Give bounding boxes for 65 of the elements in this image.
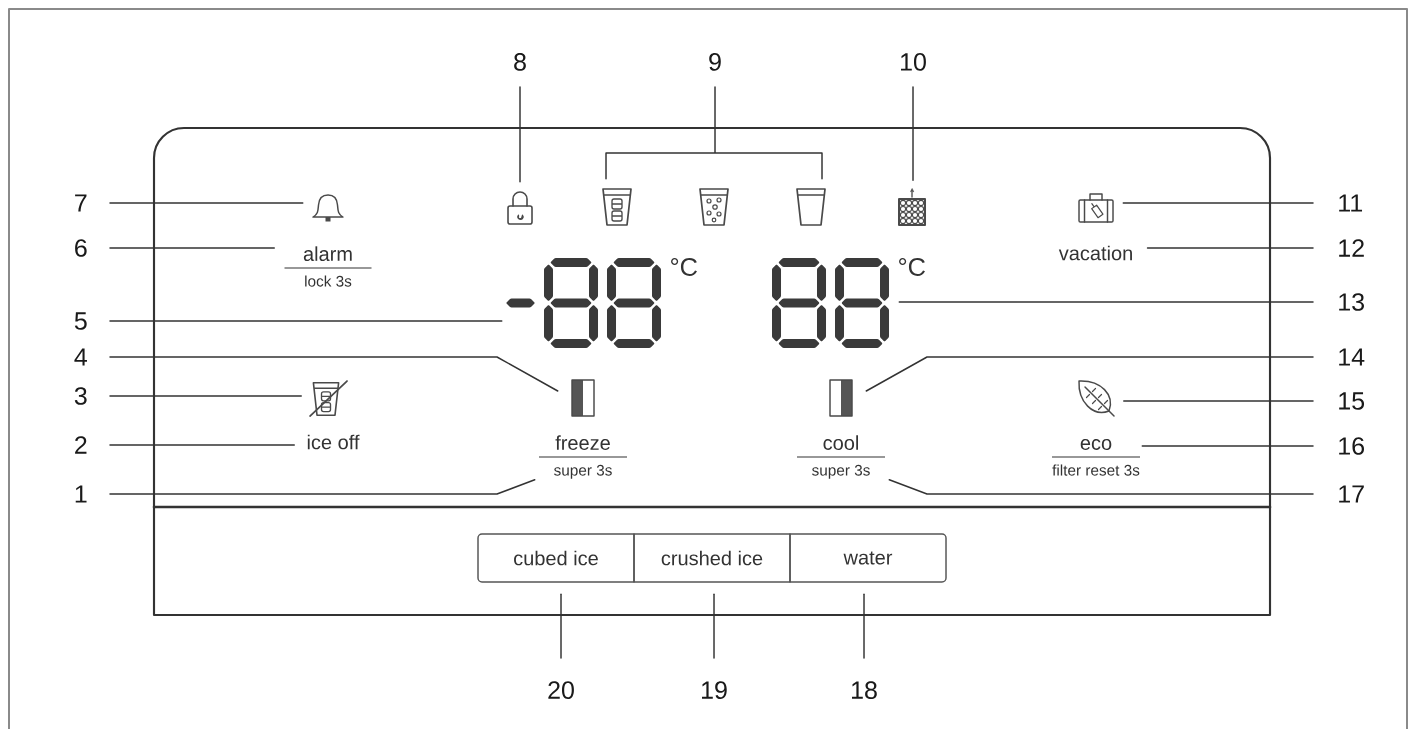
filter-icon bbox=[898, 188, 926, 226]
callout-number: 18 bbox=[852, 681, 877, 699]
function-label: vacation bbox=[1058, 245, 1132, 261]
leader-line bbox=[109, 444, 295, 446]
leaf-icon bbox=[1078, 380, 1115, 417]
callout-number: 19 bbox=[702, 681, 727, 699]
indicator-icon bbox=[571, 379, 595, 417]
callout-number: 15 bbox=[1339, 392, 1365, 410]
leader-line bbox=[1146, 247, 1314, 249]
leader-line bbox=[109, 320, 503, 322]
leader-line bbox=[109, 202, 304, 204]
callout-number: 6 bbox=[75, 239, 87, 257]
callout-number: 14 bbox=[1339, 348, 1365, 366]
leader-line bbox=[519, 86, 521, 183]
indicator-icon bbox=[829, 379, 853, 417]
callout-number: 9 bbox=[709, 53, 721, 71]
leader-line bbox=[898, 301, 1314, 303]
callout-number: 16 bbox=[1339, 437, 1364, 455]
crushed-ice-cup-icon bbox=[699, 188, 729, 226]
callout-number: 5 bbox=[74, 312, 87, 330]
dispenser-button: water bbox=[789, 533, 947, 583]
callout-number: 13 bbox=[1339, 293, 1364, 311]
ice-cube-cup-icon bbox=[602, 188, 632, 226]
leader-line bbox=[912, 86, 914, 181]
function-label: cool super 3s bbox=[796, 435, 886, 479]
function-label: freeze super 3s bbox=[538, 435, 628, 479]
seven-segment-display bbox=[506, 258, 661, 348]
water-glass-icon bbox=[796, 188, 826, 226]
leader-line bbox=[109, 356, 559, 392]
bell-icon bbox=[312, 194, 344, 222]
dispenser-button: crushed ice bbox=[633, 533, 791, 583]
leader-line bbox=[109, 479, 536, 495]
callout-number: 4 bbox=[74, 348, 87, 366]
leader-line bbox=[1123, 400, 1314, 402]
function-label: eco filter reset 3s bbox=[1051, 439, 1141, 476]
unit-label: °C bbox=[671, 258, 697, 276]
leader-line bbox=[888, 479, 1314, 495]
function-label: alarm lock 3s bbox=[283, 246, 373, 287]
unit-label: °C bbox=[899, 258, 925, 276]
callout-number: 17 bbox=[1339, 485, 1364, 503]
dispenser-button: cubed ice bbox=[477, 533, 635, 583]
function-label: ice off bbox=[307, 434, 360, 450]
callout-number: 12 bbox=[1339, 239, 1364, 257]
seven-segment-display bbox=[772, 258, 889, 348]
leader-line bbox=[1141, 445, 1314, 447]
callout-number: 2 bbox=[75, 436, 87, 454]
control-panel bbox=[152, 126, 1272, 617]
bracket-leader bbox=[605, 86, 823, 180]
leader-line bbox=[713, 593, 715, 659]
padlock-icon bbox=[507, 191, 533, 225]
leader-line bbox=[1122, 202, 1314, 204]
suitcase-icon bbox=[1078, 193, 1114, 223]
leader-line bbox=[863, 593, 865, 659]
callout-number: 11 bbox=[1339, 194, 1362, 212]
callout-number: 7 bbox=[75, 194, 87, 212]
callout-number: 1 bbox=[75, 485, 87, 503]
leader-line bbox=[560, 593, 562, 659]
callout-number: 20 bbox=[548, 681, 574, 699]
leader-line bbox=[109, 247, 275, 249]
leader-line bbox=[865, 356, 1314, 392]
callout-number: 8 bbox=[514, 53, 526, 71]
callout-number: 3 bbox=[74, 387, 87, 405]
callout-number: 10 bbox=[901, 53, 926, 71]
crossed-out-cup-icon bbox=[309, 380, 348, 417]
leader-line bbox=[109, 395, 302, 397]
